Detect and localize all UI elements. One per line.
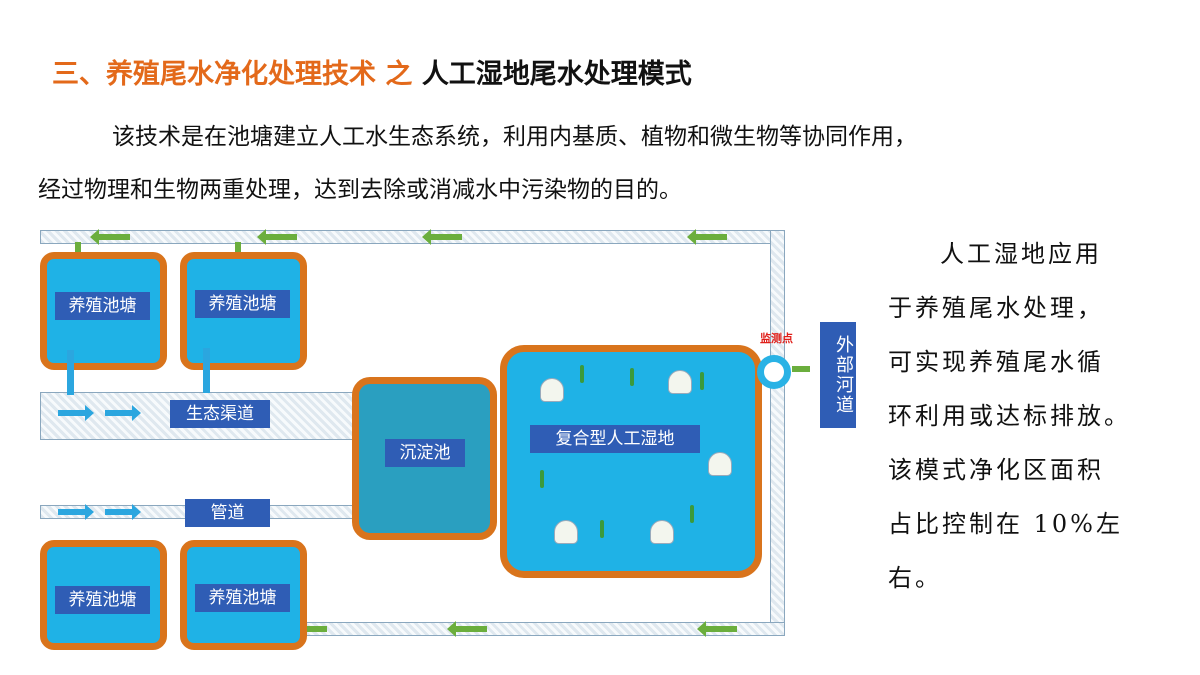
plant-icon xyxy=(600,520,604,538)
return-pipe-top xyxy=(40,230,785,244)
flow-arrow-icon xyxy=(687,229,727,245)
flow-arrow-icon xyxy=(105,405,141,421)
plant-icon xyxy=(650,520,674,544)
plant-icon xyxy=(540,378,564,402)
title-main: 人工湿地尾水处理模式 xyxy=(421,59,692,90)
sedimentation-label: 沉淀池 xyxy=(385,439,465,467)
plant-icon xyxy=(668,370,692,394)
slide-title: 三、养殖尾水净化处理技术 之 人工湿地尾水处理模式 xyxy=(52,52,692,91)
intro-line-1: 该技术是在池塘建立人工水生态系统，利用内基质、植物和微生物等协同作用， xyxy=(112,124,917,150)
flow-arrow-icon xyxy=(447,621,487,637)
title-prefix: 三、养殖尾水净化处理技术 之 xyxy=(52,59,422,90)
flow-arrow-icon xyxy=(697,621,737,637)
flow-arrow-icon xyxy=(90,229,130,245)
external-river: 外部河道 xyxy=(820,322,856,428)
wetland-label: 复合型人工湿地 xyxy=(530,425,700,453)
flow-arrow-icon xyxy=(58,504,94,520)
flow-arrow-icon xyxy=(58,405,94,421)
eco-channel-label: 生态渠道 xyxy=(170,400,270,428)
flow-arrow-icon xyxy=(422,229,462,245)
pipe-label: 管道 xyxy=(185,499,270,527)
plant-icon xyxy=(554,520,578,544)
sedimentation-pond xyxy=(352,377,497,540)
flow-arrow-icon xyxy=(257,229,297,245)
plant-icon xyxy=(630,368,634,386)
plant-icon xyxy=(540,470,544,488)
intro-line-2: 经过物理和生物两重处理，达到去除或消减水中污染物的目的。 xyxy=(38,177,682,203)
pond-label: 养殖池塘 xyxy=(195,290,290,318)
pond-label: 养殖池塘 xyxy=(55,292,150,320)
wetland-diagram: 养殖池塘 养殖池塘 养殖池塘 养殖池塘 生态渠道 管道 沉淀池 复合型人工湿地 … xyxy=(40,229,856,650)
plant-icon xyxy=(708,452,732,476)
side-text-line: 右。 xyxy=(888,564,942,592)
discharge-arrow-icon xyxy=(792,366,810,372)
plant-icon xyxy=(700,372,704,390)
side-text-line: 该模式净化区面积 xyxy=(888,456,1104,484)
pond-label: 养殖池塘 xyxy=(55,586,150,614)
side-text-line: 占比控制在 10%左 xyxy=(888,510,1123,538)
outlet-pipe xyxy=(67,350,74,395)
side-text-line: 于养殖尾水处理， xyxy=(888,294,1104,322)
return-pipe-right xyxy=(770,230,785,636)
monitor-label: 监测点 xyxy=(760,332,793,345)
monitor-point-icon xyxy=(757,355,791,389)
pond-label: 养殖池塘 xyxy=(195,584,290,612)
side-text-line: 可实现养殖尾水循 xyxy=(888,348,1104,376)
plant-icon xyxy=(690,505,694,523)
side-text-line: 环利用或达标排放。 xyxy=(888,402,1131,430)
plant-icon xyxy=(580,365,584,383)
flow-arrow-icon xyxy=(105,504,141,520)
side-text-line: 人工湿地应用 xyxy=(940,240,1102,268)
outlet-pipe xyxy=(203,348,210,393)
